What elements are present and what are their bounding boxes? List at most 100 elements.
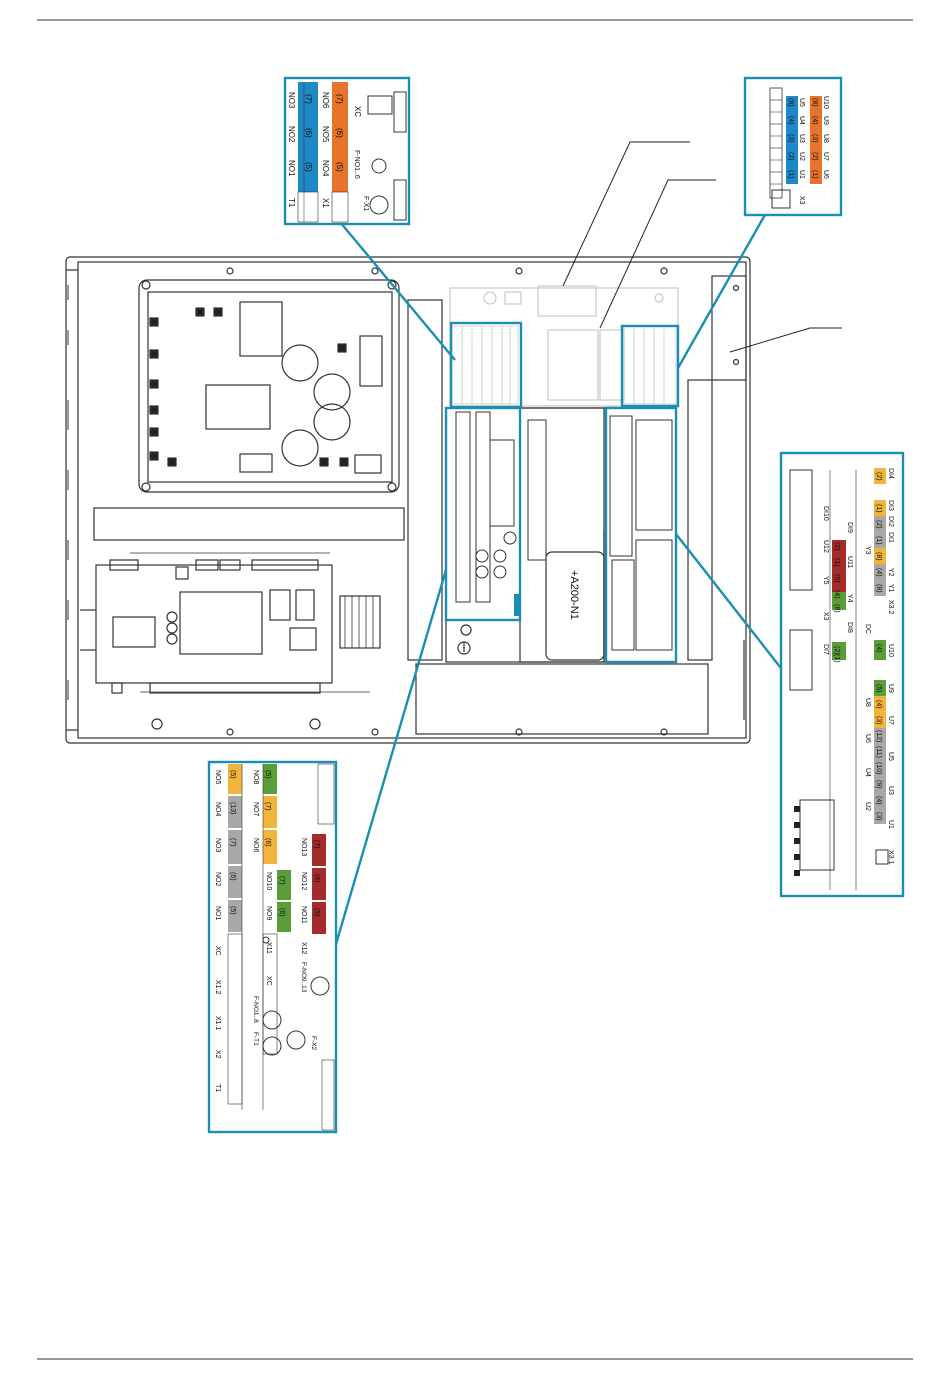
b-xc-label: XC (214, 946, 221, 956)
bot-num-11: (11) (875, 746, 882, 758)
dc-label: DC (864, 624, 871, 634)
u9-label: U9 (822, 116, 829, 125)
b-no10-label: NO10 (265, 872, 272, 890)
x3-1-label: X3.1 (887, 850, 894, 865)
num-1b: (1) (875, 536, 882, 545)
zoom-top-right: U5 U4 U3 U2 U1 (8) (4) (3) (2) (1) U10 U… (743, 76, 843, 217)
u8-label: U8 (864, 698, 871, 707)
b-num-5d: (5) (313, 908, 320, 917)
b-x2-label: X2 (214, 1050, 221, 1059)
bot-num-4: (4) (875, 700, 882, 709)
di1-label: DI1 (887, 532, 894, 543)
u3-label: U3 (798, 134, 805, 143)
b-num-6d: (6) (313, 874, 320, 883)
bot-num-9: (9) (875, 780, 882, 789)
orange-num-6: (6) (335, 128, 344, 138)
b-fuse-no913: F-NO9..13 (300, 962, 307, 993)
b-no6-label: NO6 (252, 838, 259, 853)
x3-mid-label: X3 (822, 612, 829, 621)
b-num-7a: (7) (229, 838, 236, 847)
fuse2-label: F-X1 (362, 196, 369, 211)
num-1a: (1) (875, 504, 882, 513)
xc-label: XC (353, 106, 362, 117)
callout-lines (334, 205, 785, 945)
u10-label: U10 (822, 96, 829, 109)
no5-label: NO5 (321, 126, 330, 143)
u9-label: U9 (887, 684, 894, 693)
u1-label-r: U1 (887, 820, 894, 829)
no6-label: NO6 (321, 92, 330, 109)
di8-label: DI8 (846, 622, 853, 633)
u6-label: U6 (822, 170, 829, 179)
b-num-6c: (6) (278, 908, 285, 917)
terminal-strip-right (623, 325, 677, 405)
zoom-bottom: NO5 NO4 NO3 NO2 NO1 XC X1.2 X1.1 X2 T1 (… (207, 760, 338, 1134)
mid-num-1: (1) (833, 558, 840, 567)
x3-label: X3 (798, 196, 805, 205)
no3-label: NO3 (287, 92, 296, 109)
bot-num-12: (12) (875, 730, 882, 742)
u7-label: U7 (887, 716, 894, 725)
no1-label: NO1 (287, 160, 296, 177)
cable-duct (93, 507, 405, 541)
b-fuse-t1: F-T1 (252, 1032, 259, 1046)
mid-num-5: (5) (833, 574, 840, 583)
y2-label: Y2 (887, 568, 894, 577)
u3-label-r: U3 (887, 786, 894, 795)
b-no4-label: NO4 (214, 802, 221, 817)
bot-num-3b: (3) (875, 812, 882, 821)
b-x12-label: X1.2 (214, 980, 221, 995)
orange-num-2: (2) (811, 152, 818, 161)
b-no1-label: NO1 (214, 906, 221, 921)
y1-label: Y1 (887, 584, 894, 593)
mid-num-4: (4) (833, 590, 840, 599)
u10-mid-label: U10 (887, 644, 894, 657)
u5-label-r: U5 (887, 752, 894, 761)
bot-num-10: (10) (875, 762, 882, 774)
u1-label: U1 (798, 170, 805, 179)
b-x11b-label: X11 (265, 942, 272, 954)
blue-num-5: (5) (304, 162, 313, 172)
b-xc2-label: XC (265, 976, 272, 986)
blue-num-2: (2) (787, 152, 794, 161)
b-num-5a: (5) (229, 770, 236, 779)
zoom-top-left: NO3 NO2 NO1 T1 (7) (6) (5) NO6 NO5 NO4 X… (283, 76, 411, 226)
t1-label: T1 (287, 198, 296, 208)
controller-board (80, 552, 381, 694)
di2-label: DI2 (887, 516, 894, 527)
y4-label: Y4 (846, 594, 853, 603)
zoom-right: DI4 DI3 DI2 DI1 Y2 Y1 X3.2 (2) (1) (2) (… (779, 451, 905, 898)
no4-label: NO4 (321, 160, 330, 177)
u5-label: U5 (798, 98, 805, 107)
b-num-5b: (5) (229, 906, 236, 915)
blue-num-8: (8) (787, 98, 794, 107)
b-fuse-no18: F-NO1..8 (252, 996, 259, 1023)
b-num-6a: (6) (229, 872, 236, 881)
power-board (138, 279, 400, 493)
terminal-strip-left (451, 325, 519, 405)
u4-label: U4 (798, 116, 805, 125)
orange-num-1: (1) (811, 170, 818, 179)
u8-label: U8 (822, 134, 829, 143)
b-no3-label: NO3 (214, 838, 221, 853)
b-no9-label: NO9 (265, 906, 272, 921)
orange-num-8: (8) (811, 98, 818, 107)
blue-num-3: (3) (787, 134, 794, 143)
mid-num-4b: (4) (875, 644, 882, 653)
blue-num-1: (1) (787, 170, 794, 179)
highlight-frames (444, 321, 680, 664)
di4-label: DI4 (887, 468, 894, 479)
mid-num-1b: (1) (833, 654, 840, 663)
di9-label: DI9 (846, 522, 853, 533)
b-no2-label: NO2 (214, 872, 221, 887)
u6-label: U6 (864, 734, 871, 743)
u4-label-r: U4 (864, 768, 871, 777)
x1-label: X1 (321, 198, 330, 208)
orange-num-7: (7) (335, 94, 344, 104)
b-num-5c: (5) (264, 770, 271, 779)
di7-label: DI7 (822, 644, 829, 655)
blue-num-4: (4) (787, 116, 794, 125)
b-no11-label: NO11 (300, 906, 307, 924)
terminal-blocks (455, 411, 673, 651)
